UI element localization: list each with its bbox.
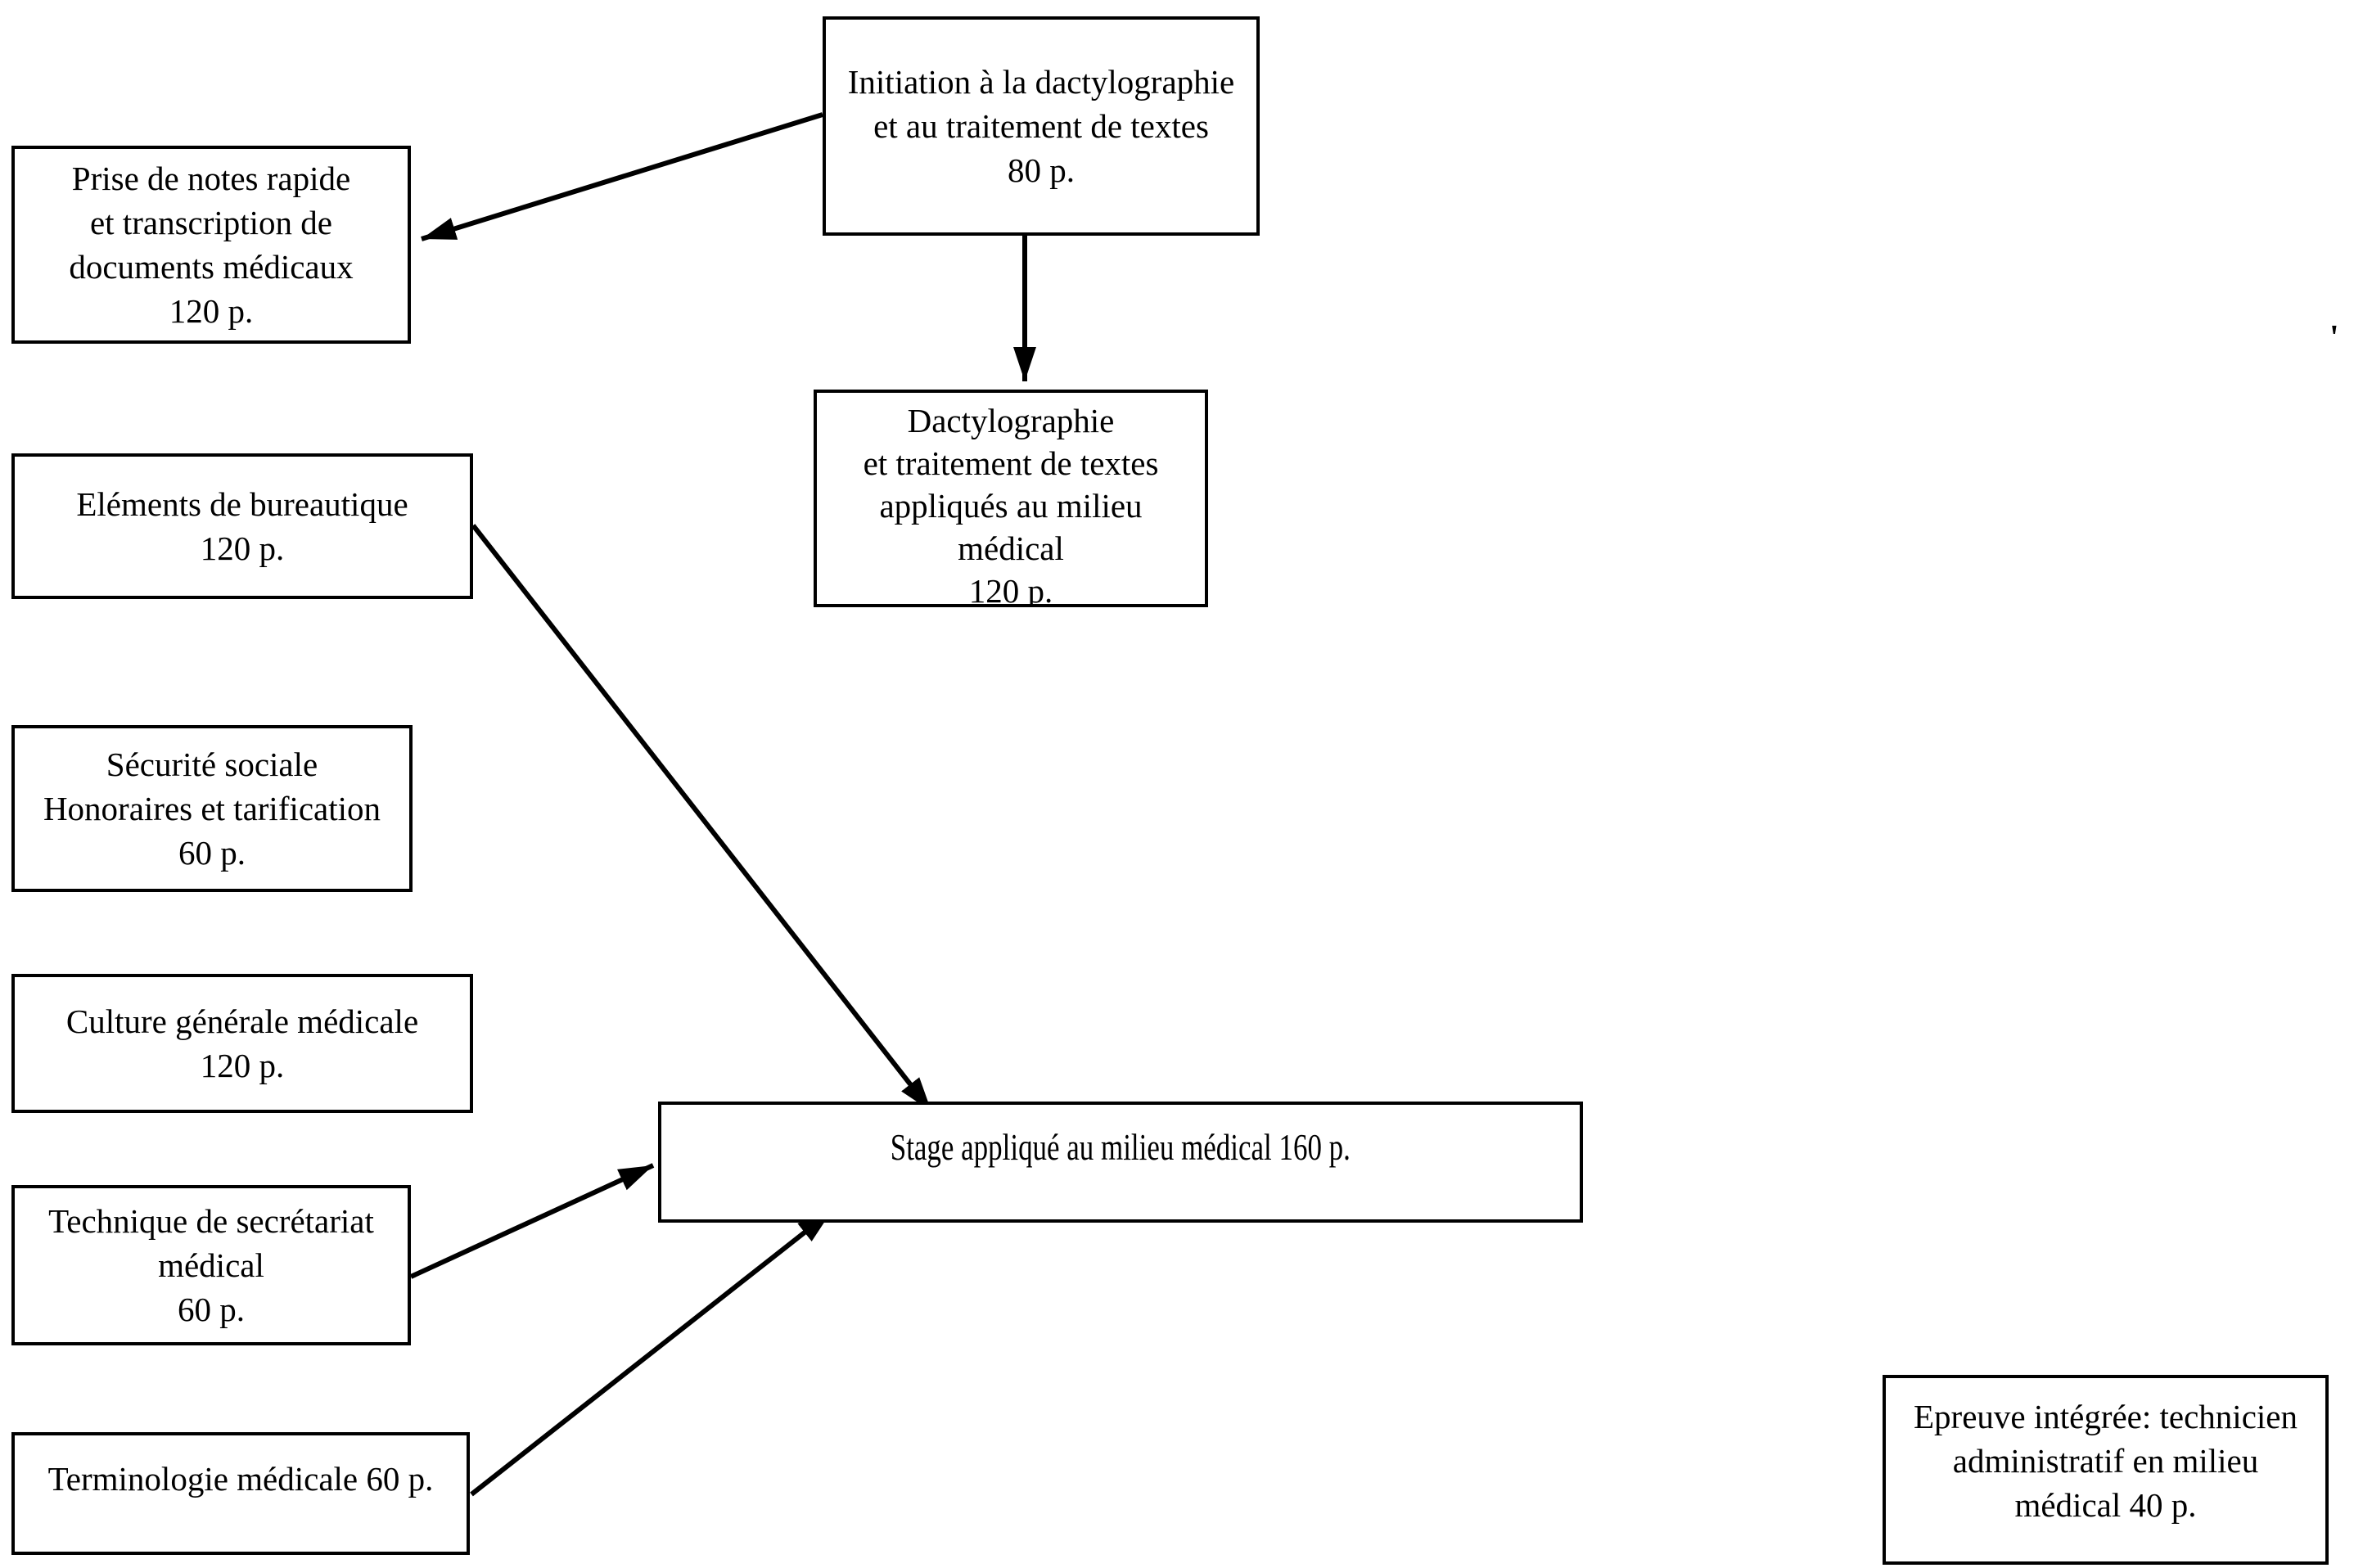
box-culture-generale-medicale: Culture générale médicale 120 p. bbox=[11, 974, 473, 1113]
arrow-elements-bureautique-to-stage bbox=[471, 524, 934, 1113]
stray-apostrophe-mark: ' bbox=[2329, 319, 2339, 357]
box-stage-milieu-medical: Stage appliqué au milieu médical 160 p. bbox=[658, 1102, 1583, 1223]
arrow-technique-secretariat-to-stage bbox=[409, 1163, 655, 1279]
box-dactylographie-milieu-medical: Dactylographie et traitement de textes a… bbox=[814, 390, 1208, 607]
box-elements-bureautique: Eléments de bureautique 120 p. bbox=[11, 453, 473, 599]
box-stage-label: Stage appliqué au milieu médical 160 p. bbox=[890, 1126, 1351, 1168]
box-terminologie-medicale: Terminologie médicale 60 p. bbox=[11, 1432, 470, 1555]
box-initiation-dactylographie: Initiation à la dactylographie et au tra… bbox=[823, 16, 1260, 236]
box-securite-sociale: Sécurité sociale Honoraires et tarificat… bbox=[11, 725, 413, 892]
box-prise-de-notes: Prise de notes rapide et transcription d… bbox=[11, 146, 411, 344]
box-epreuve-integree: Epreuve intégrée: technicien administrat… bbox=[1883, 1375, 2329, 1565]
arrow-terminologie-to-stage bbox=[470, 1209, 833, 1497]
box-technique-secretariat-medical: Technique de secrétariat médical 60 p. bbox=[11, 1185, 411, 1345]
arrow-initiation-to-prise-de-notes bbox=[421, 112, 823, 241]
